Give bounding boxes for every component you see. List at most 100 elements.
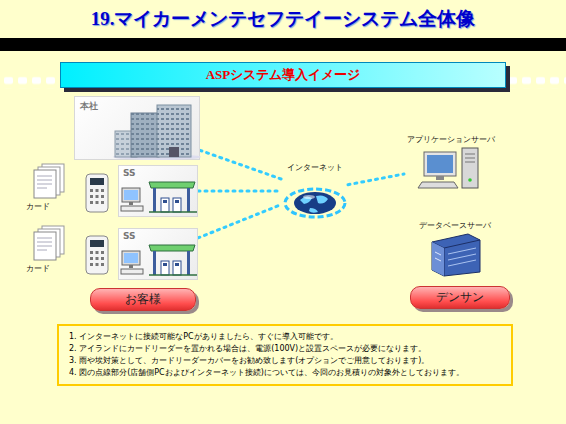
film-strip [0,38,566,89]
card-reader [101,189,104,192]
node-text: 2. アイランドにカードリーダーを置かれる場合は、電源(100V)と設置スペース… [69,343,426,355]
card-stack [34,170,56,198]
card-reader [86,174,108,212]
globe-icon [294,192,336,214]
globe-icon [285,189,345,217]
db-art [432,234,480,276]
globe-icon [285,189,345,217]
card-label: カード [26,263,50,274]
notes-box: 1. インターネットに接続可能なPCがありましたら、すぐに導入可能です。2. ア… [57,324,513,386]
card-reader [86,236,108,274]
database-server-icon [432,242,444,276]
server-box: データベースサーバ [410,218,500,280]
station-icons [149,182,195,188]
station-icons [163,263,167,266]
card-reader [86,174,108,212]
station-icons [149,245,195,251]
pc-server-icon [462,148,478,188]
dotted-connector [348,174,404,185]
pc-server-icon [424,152,456,176]
building-icon [157,105,191,157]
dotted-connector [200,150,282,179]
node-text: ASPシステム導入イメージ [206,66,361,84]
station-icons [161,198,169,212]
station-icons [124,190,138,200]
app-art [418,148,478,188]
card-reader [101,195,104,198]
building-icon [157,105,191,157]
globe-icon [303,195,315,199]
globe-art [285,189,345,217]
station-icons [187,188,190,212]
station-icons [124,253,138,263]
card-stack [37,238,52,250]
station-icons [129,265,133,268]
node-text: 1. インターネットに接続可能なPCがありましたら、すぐに導入可能です。 [69,331,338,343]
database-server-icon [432,234,480,276]
card-stack [34,164,64,198]
card-reader [90,201,93,204]
station-icons [161,261,169,275]
station-icons [121,245,197,275]
server-box: アプリケーションサーバ [404,132,498,198]
card-reader [96,201,99,204]
pc-server-icon [468,178,472,182]
card-reader [90,195,93,198]
internet-cloud: インターネット [282,160,348,222]
card-reader [90,251,104,266]
ss-art [121,245,197,275]
dotted-connector [198,204,282,238]
card-reader [90,240,104,247]
node-text: デンサン [436,289,484,306]
card-reader [101,251,104,254]
card-stack [34,226,64,260]
building-icon [131,113,159,157]
page-title: 19.マイカーメンテセフテイーシステム全体像 [0,6,566,32]
card-reader [101,257,104,260]
card-reader [96,251,99,254]
card-reader [90,251,93,254]
station-icons [163,200,167,203]
station-icons [187,251,190,275]
node-text: SS [123,231,136,241]
card-reader [90,189,104,204]
station-icons [173,261,181,275]
pc-server-icon [418,148,478,188]
building-icon [169,147,179,157]
node-text: お客様 [125,291,161,308]
card-reader [86,236,108,274]
node-text: データベースサーバ [419,220,491,231]
station-icons [122,188,140,202]
station-icons [129,202,133,205]
building-icon [131,113,159,157]
pc-server-icon [436,176,444,180]
card-stack [37,176,52,188]
station-icons [153,188,156,212]
station-icons [121,206,143,211]
station-icons [121,182,197,212]
node-text: 4. 図の点線部分(店舗側PCおよびインターネット接続)については、今回のお見積… [69,367,464,379]
station-icons [153,251,156,275]
pc-server-icon [427,155,453,173]
building-art [113,105,201,160]
dotted-connector [198,190,282,193]
node-text: アプリケーションサーバ [407,134,495,145]
station-icons [173,198,181,212]
ss-art [121,182,197,212]
title-text: 19.マイカーメンテセフテイーシステム全体像 [91,8,476,29]
database-server-icon [432,234,480,276]
station-icons [122,251,140,265]
group-pill: お客様 [90,288,196,311]
station-icons [175,200,179,203]
station-icons [149,274,197,276]
globe-icon [300,195,328,212]
card-reader [90,263,93,266]
pc-server-icon [465,154,475,162]
card-reader [90,178,104,185]
film-strip [0,38,566,51]
office-box: 本社 [74,96,200,160]
card-stack [34,232,56,260]
building-icon [113,105,201,160]
